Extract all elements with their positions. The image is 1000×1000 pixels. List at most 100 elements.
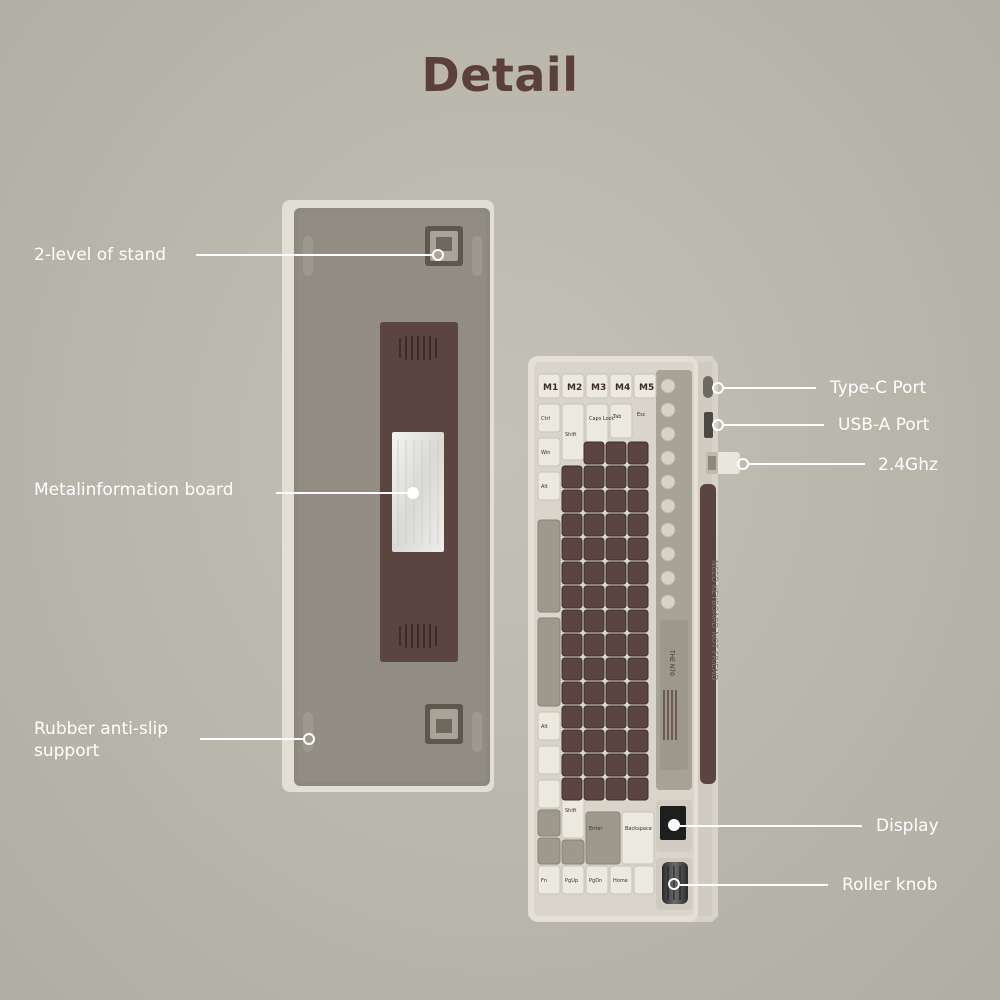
display-leader-line — [680, 825, 862, 827]
alpha-key — [583, 513, 605, 537]
key-label: Caps Lock — [589, 416, 614, 422]
stand-bottom — [425, 704, 463, 744]
stand-label: 2-level of stand — [34, 245, 167, 265]
display-label: Display — [876, 816, 939, 836]
alpha-key — [561, 753, 583, 777]
alpha-key — [605, 633, 627, 657]
alpha-key — [605, 465, 627, 489]
alpha-key — [583, 441, 605, 465]
key-label: Shift — [565, 808, 576, 814]
alpha-key — [561, 609, 583, 633]
alpha-key — [583, 633, 605, 657]
alpha-key — [561, 489, 583, 513]
alpha-key — [627, 585, 649, 609]
alpha-key — [583, 537, 605, 561]
alpha-key — [627, 681, 649, 705]
alpha-key — [605, 729, 627, 753]
macro-key-label: M5 — [639, 383, 654, 393]
alpha-key — [561, 705, 583, 729]
stand-leader-line — [196, 254, 432, 256]
type-c-leader-line — [724, 387, 816, 389]
alpha-key — [561, 465, 583, 489]
alpha-key — [627, 729, 649, 753]
macro-key-label: M4 — [615, 383, 630, 393]
alpha-key — [627, 489, 649, 513]
alpha-key — [627, 777, 649, 801]
alpha-key — [561, 681, 583, 705]
alpha-key — [561, 537, 583, 561]
side-slogan: NEED KEYBOARD NOT FRIEND — [710, 560, 719, 681]
macro-key-label: M2 — [567, 383, 582, 393]
ghz-label: 2.4Ghz — [878, 455, 938, 475]
rubber-leader-dot — [303, 733, 315, 745]
ghz-leader-line — [749, 463, 865, 465]
keyboard-back-view — [282, 200, 494, 792]
metal-board-leader-line — [276, 492, 408, 494]
display-leader-dot — [668, 819, 680, 831]
alpha-key — [583, 465, 605, 489]
alpha-key — [561, 729, 583, 753]
alpha-key — [605, 489, 627, 513]
alpha-key — [627, 753, 649, 777]
alpha-key — [561, 633, 583, 657]
alpha-key — [583, 681, 605, 705]
key-label: Enter — [589, 826, 603, 832]
stand-top — [425, 226, 463, 266]
alpha-key — [605, 537, 627, 561]
alpha-keys — [561, 441, 649, 801]
roller-leader-line — [680, 884, 828, 886]
usb-a-leader-line — [724, 424, 824, 426]
usb-a-port-shape — [704, 412, 713, 438]
alpha-key — [627, 441, 649, 465]
key-label: Alt — [541, 484, 548, 490]
key-label: PgUp — [565, 878, 578, 884]
alpha-key — [583, 729, 605, 753]
badge-text: THE N70 — [668, 649, 675, 676]
alpha-key — [561, 777, 583, 801]
alpha-key — [561, 657, 583, 681]
alpha-key — [583, 777, 605, 801]
alpha-key — [605, 705, 627, 729]
keyboard-front-view — [528, 356, 740, 922]
rubber-leader-line — [200, 738, 304, 740]
alpha-key — [605, 585, 627, 609]
alpha-key — [627, 633, 649, 657]
alpha-key — [605, 513, 627, 537]
alpha-key — [627, 657, 649, 681]
key-label: Backspace — [625, 826, 652, 832]
alpha-key — [583, 489, 605, 513]
alpha-key — [605, 681, 627, 705]
key-label: Alt — [541, 724, 548, 730]
metal-board-label: Metalinformation board — [34, 480, 234, 500]
rubber-label-line2: support — [34, 741, 100, 761]
macro-key-label: M1 — [543, 383, 558, 393]
alpha-key — [583, 561, 605, 585]
alpha-key — [583, 657, 605, 681]
roller-label: Roller knob — [842, 875, 938, 895]
alpha-key — [583, 753, 605, 777]
type-c-label: Type-C Port — [830, 378, 927, 398]
usb-a-label: USB-A Port — [838, 415, 930, 435]
alpha-key — [605, 441, 627, 465]
key-label: Shift — [565, 432, 576, 438]
alpha-key — [627, 705, 649, 729]
key-label: Esc — [637, 412, 646, 418]
alpha-key — [605, 777, 627, 801]
key-label: Home — [613, 878, 628, 884]
alpha-key — [627, 561, 649, 585]
key-label: PgDn — [589, 878, 602, 884]
alpha-key — [627, 465, 649, 489]
dongle — [706, 452, 740, 474]
key-label: Fn — [541, 878, 547, 884]
alpha-key — [605, 609, 627, 633]
alpha-key — [605, 657, 627, 681]
key-label: Win — [541, 450, 550, 456]
alpha-key — [583, 609, 605, 633]
metal-board-leader-dot — [407, 487, 419, 499]
key-label: Tab — [612, 414, 621, 420]
rubber-label-line1: Rubber anti-slip — [34, 719, 169, 739]
alpha-key — [583, 705, 605, 729]
key-label: Ctrl — [541, 416, 550, 422]
side-brown-strip — [700, 484, 716, 784]
